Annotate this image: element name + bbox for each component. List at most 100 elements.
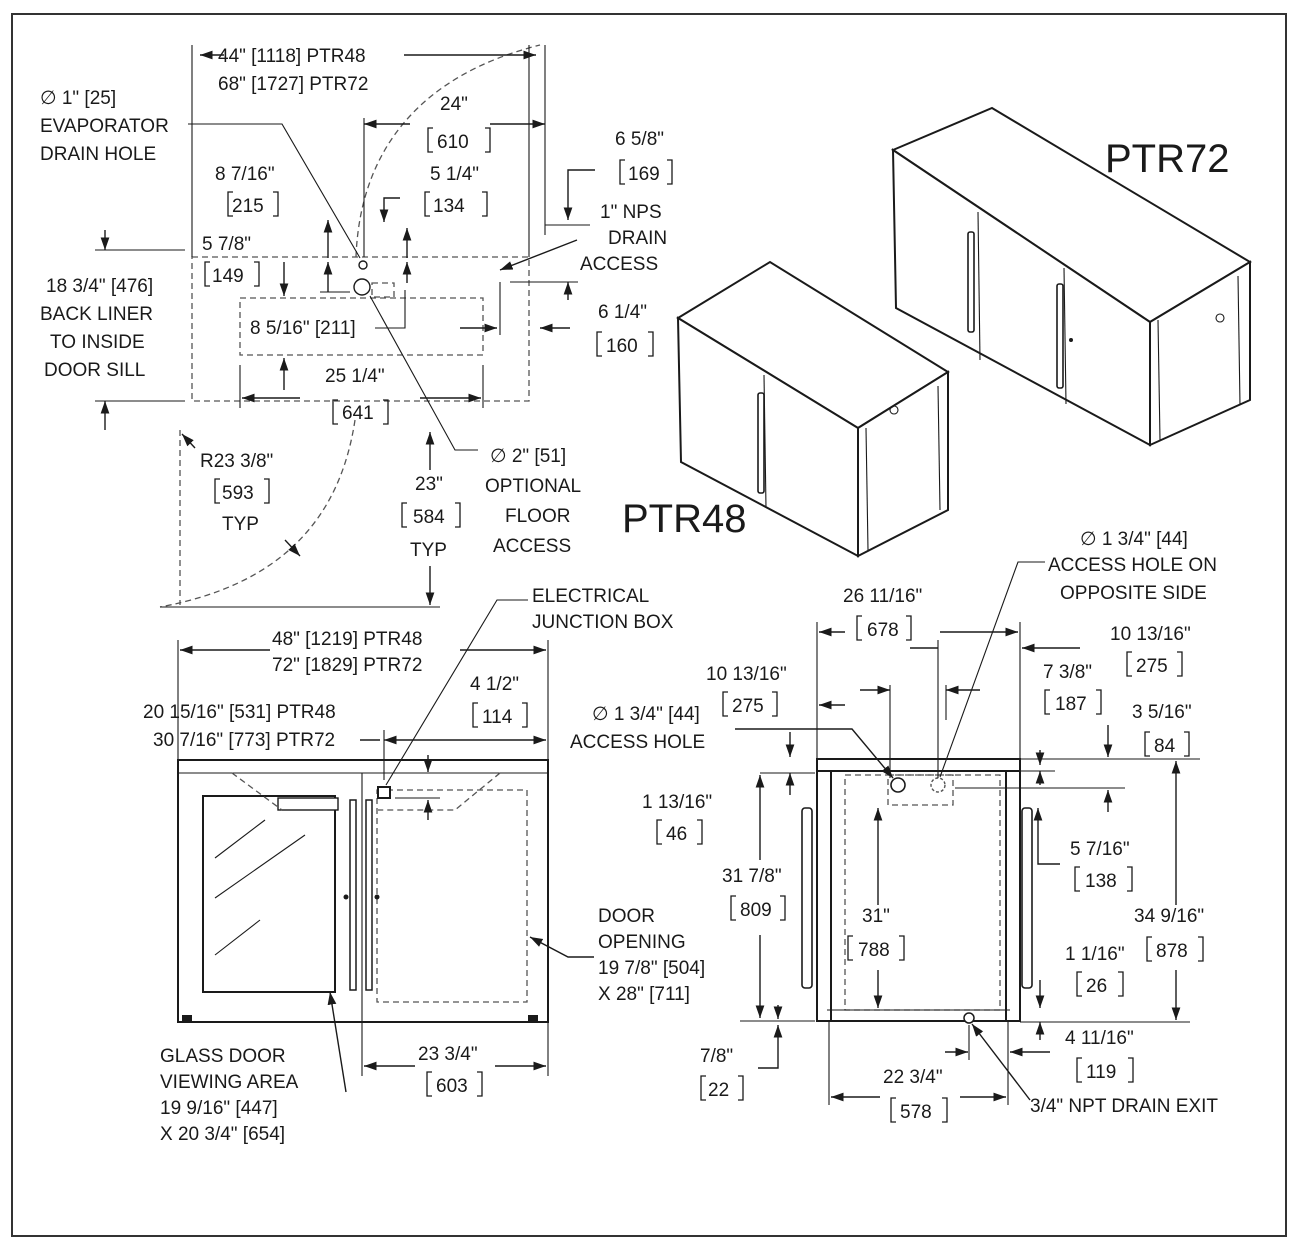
front-door-handle-left (349, 799, 357, 991)
dim-23-in: 23" (415, 474, 443, 495)
dim-78-mm: 22 (708, 1080, 729, 1101)
glass-door-viewing-area (202, 795, 336, 993)
side-handle-left (801, 807, 813, 989)
door-line1: DOOR (598, 906, 655, 927)
floor-access-hole-icon (353, 278, 371, 296)
front-width-72: 72" [1829] PTR72 (272, 655, 422, 676)
radius-in: R23 3/8" (200, 451, 273, 472)
door-line2: OPENING (598, 932, 686, 953)
plan-width-72: 68" [1727] PTR72 (218, 74, 368, 95)
hole-line1: ∅ 1 3/4" [44] (592, 704, 700, 725)
dim-3516-mm: 84 (1154, 736, 1176, 757)
dim-412-mm: 114 (482, 707, 513, 728)
floor-line2: FLOOR (505, 506, 570, 527)
dim-8516: 8 5/16" [211] (250, 318, 356, 339)
front-view: ELECTRICAL JUNCTION BOX 48" [1219] PTR48… (143, 586, 705, 1145)
door-line4: X 28" [711] (598, 984, 690, 1005)
dim-34916-in: 34 9/16" (1134, 906, 1204, 927)
side-top-panel (816, 758, 1021, 772)
side-door-right (1005, 770, 1021, 1022)
model-ptr72-label: PTR72 (1105, 137, 1230, 181)
door-swing-arc-top (355, 44, 541, 258)
dim-8716-mm: 215 (232, 196, 264, 217)
nps-line3: ACCESS (580, 254, 658, 275)
dim-614-mm: 160 (606, 336, 638, 357)
nps-line2: DRAIN (608, 228, 667, 249)
dim-3516-in: 3 5/16" (1132, 702, 1192, 723)
dim-738-in: 7 3/8" (1043, 662, 1092, 683)
dim-34916-mm: 878 (1156, 941, 1188, 962)
dim-31-mm: 788 (858, 940, 890, 961)
glass-line2: VIEWING AREA (160, 1072, 299, 1093)
front-width-48: 48" [1219] PTR48 (272, 629, 422, 650)
dim-2514-in: 25 1/4" (325, 366, 385, 387)
model-ptr48-label: PTR48 (622, 497, 747, 541)
dim-3178-mm: 809 (740, 900, 772, 921)
dim-78-in: 7/8" (700, 1046, 733, 1067)
door-line3: 19 7/8" [504] (598, 958, 705, 979)
dim-41116-mm: 119 (1086, 1062, 1116, 1083)
isometric-ptr48: PTR48 (622, 260, 950, 558)
nps-line1: 1" NPS (600, 202, 662, 223)
hole-opp-line2: ACCESS HOLE ON (1048, 555, 1217, 576)
dim-2514-mm: 641 (342, 403, 374, 424)
dim-5716-in: 5 7/16" (1070, 839, 1130, 860)
glass-line4: X 20 3/4" [654] (160, 1124, 285, 1145)
plan-cabinet-outline (191, 256, 530, 402)
dim-514-in: 5 1/4" (430, 164, 479, 185)
dim-30716: 30 7/16" [773] PTR72 (153, 730, 335, 751)
dim-2334-in: 23 3/4" (418, 1044, 478, 1065)
side-body (826, 770, 1011, 1022)
access-hole-opposite-icon (930, 777, 946, 793)
dim-11316-mm: 46 (666, 824, 687, 845)
evap-line1: EVAPORATOR (40, 116, 169, 137)
dim-41116-in: 4 11/16" (1065, 1028, 1134, 1049)
ptr72-door-handle-1 (967, 231, 975, 333)
isometric-ptr72: PTR72 (890, 106, 1252, 447)
page-border (11, 13, 1287, 1237)
dim-412-in: 4 1/2" (470, 674, 519, 695)
back-line2: BACK LINER (40, 304, 153, 325)
back-line4: DOOR SILL (44, 360, 145, 381)
dim-2234-mm: 578 (900, 1102, 932, 1123)
plan-view: 44" [1118] PTR48 68" [1727] PTR72 ∅ 1" [… (40, 44, 673, 608)
dim-23-typ: TYP (410, 540, 447, 561)
hole-opp-line3: OPPOSITE SIDE (1060, 583, 1207, 604)
back-line1: 18 3/4" [476] (46, 276, 153, 297)
dim-8716-in: 8 7/16" (215, 164, 275, 185)
back-line3: TO INSIDE (50, 332, 145, 353)
dim-2334-mm: 603 (436, 1076, 468, 1097)
plan-width-48: 44" [1118] PTR48 (218, 46, 366, 67)
dim-24-mm: 610 (437, 132, 469, 153)
dim-23-mm: 584 (413, 507, 445, 528)
dim-1116-in: 1 1/16" (1065, 944, 1125, 965)
elec-line1: ELECTRICAL (532, 586, 649, 607)
evaporator-grille (277, 797, 339, 811)
dim-101316l-mm: 275 (732, 696, 764, 717)
door-opening-outline (376, 789, 528, 1003)
dim-5716-mm: 138 (1085, 871, 1117, 892)
floor-dia: ∅ 2" [51] (490, 446, 566, 467)
evap-line2: DRAIN HOLE (40, 144, 156, 165)
ptr72-door-handle-2 (1056, 283, 1064, 389)
side-view: ∅ 1 3/4" [44] ACCESS HOLE ON OPPOSITE SI… (570, 529, 1218, 1123)
dim-101316r-mm: 275 (1136, 656, 1168, 677)
side-door-left (816, 770, 832, 1022)
dim-1116-mm: 26 (1086, 976, 1107, 997)
dim-261116-in: 26 11/16" (843, 586, 922, 607)
glass-line1: GLASS DOOR (160, 1046, 286, 1067)
dim-578-in: 5 7/8" (202, 234, 251, 255)
dim-658-in: 6 5/8" (615, 129, 664, 150)
side-handle-right (1021, 807, 1033, 989)
evap-dia: ∅ 1" [25] (40, 88, 116, 109)
junction-box-icon (377, 786, 391, 799)
dim-101316l-in: 10 13/16" (706, 664, 787, 685)
radius-mm: 593 (222, 483, 254, 504)
dim-31-in: 31" (862, 906, 890, 927)
dim-261116-mm: 678 (867, 620, 899, 641)
dim-658-mm: 169 (628, 164, 660, 185)
dim-578-mm: 149 (212, 266, 244, 287)
floor-line1: OPTIONAL (485, 476, 581, 497)
access-hole-icon (890, 777, 906, 793)
